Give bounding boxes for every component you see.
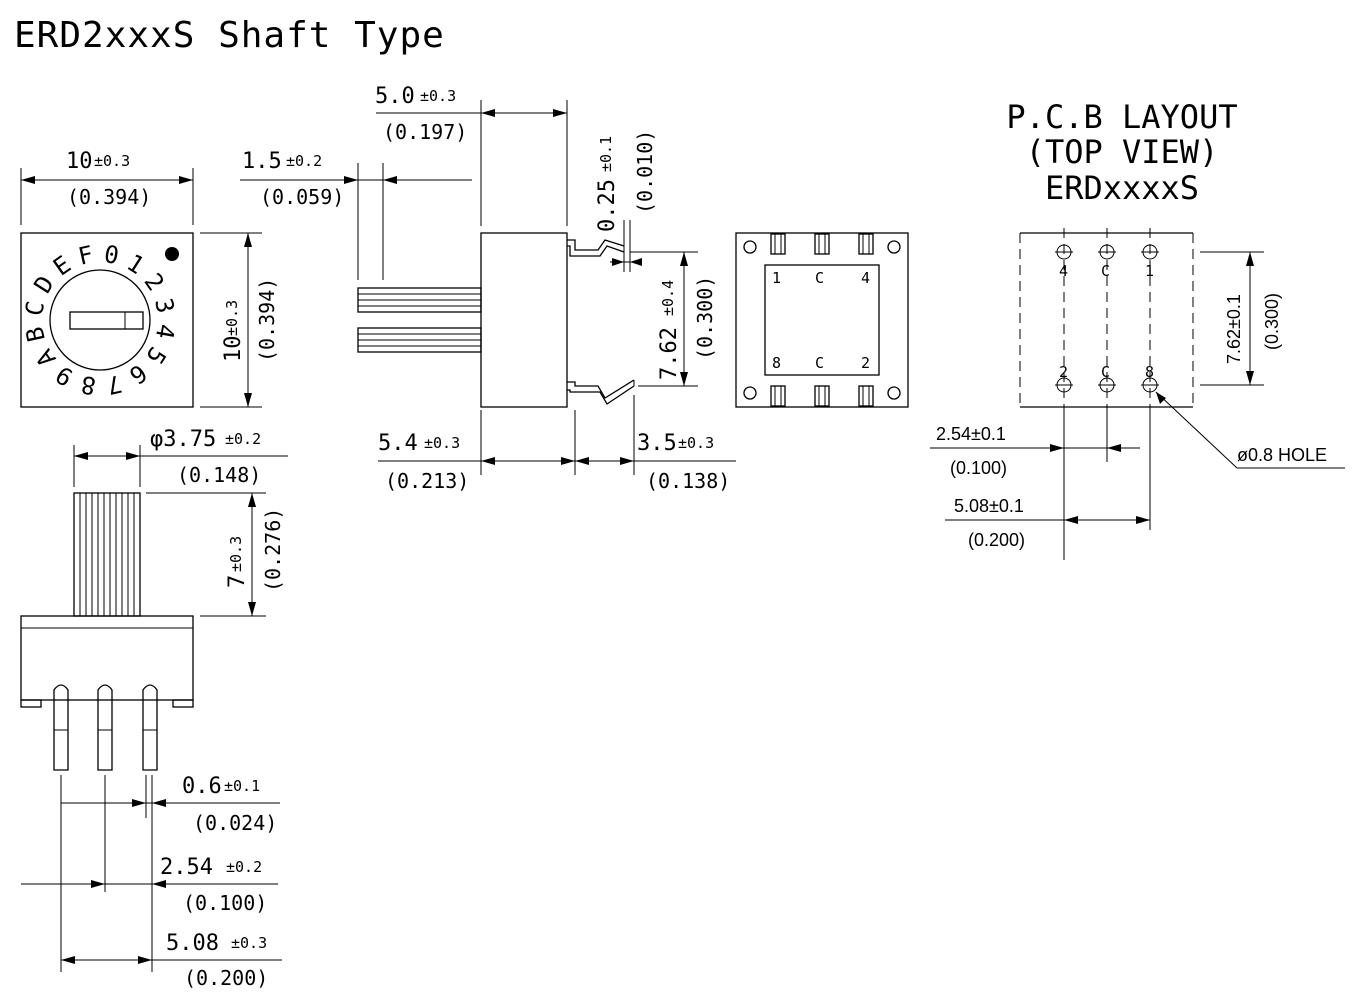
pcb-hole-label: ø0.8 HOLE bbox=[1237, 445, 1327, 465]
side-view: 1.5 ±0.2 (0.059) 5.0 ±0.3 (0.197) 0.25 ±… bbox=[240, 84, 736, 493]
front-width-tol: ±0.3 bbox=[94, 152, 130, 170]
bottom-pin-label: 8 bbox=[772, 354, 781, 372]
shaft-len-inch: (0.059) bbox=[260, 185, 344, 209]
dial-rotor bbox=[49, 269, 151, 371]
bottom-pin-label: C bbox=[815, 354, 824, 372]
pcb-holes bbox=[1055, 244, 1159, 393]
bottom-view: 1 C 4 8 C 2 bbox=[735, 232, 909, 408]
pin-th-tol: ±0.1 bbox=[597, 136, 615, 172]
dial-character: 9 bbox=[51, 360, 78, 391]
dial-character: 1 bbox=[122, 249, 149, 280]
dial-character: 3 bbox=[149, 296, 179, 316]
body-len-tol: ±0.3 bbox=[420, 87, 456, 105]
pcb-row-dim: 7.62±0.1 bbox=[1224, 294, 1244, 364]
bottom-pin-label: 2 bbox=[861, 354, 870, 372]
front-height-inch: (0.394) bbox=[255, 278, 279, 362]
pcb-row-dim-inch: (0.300) bbox=[1262, 293, 1282, 350]
pin-w-inch: (0.024) bbox=[193, 811, 277, 835]
pin-span-value: 5.08 bbox=[166, 931, 219, 956]
dial-character: 2 bbox=[138, 268, 169, 296]
dial-character: B bbox=[20, 324, 50, 344]
pcb-pitch-dim-inch: (0.100) bbox=[950, 458, 1007, 478]
pin-span-inch: (0.200) bbox=[184, 966, 268, 990]
dial-character: 8 bbox=[79, 370, 98, 400]
pin-row-tol: ±0.4 bbox=[659, 280, 677, 316]
pcb-pin-label: 8 bbox=[1145, 363, 1154, 381]
shaft-height-tol: ±0.3 bbox=[227, 536, 245, 572]
dial-slot bbox=[69, 311, 144, 330]
pin-pitch-inch: (0.100) bbox=[183, 891, 267, 915]
pin-span-tol: ±0.3 bbox=[231, 934, 267, 952]
dial-character: E bbox=[48, 250, 76, 281]
pin-row-value: 7.62 bbox=[657, 327, 682, 380]
pin-th-inch: (0.010) bbox=[633, 130, 657, 214]
dial-character: 5 bbox=[140, 342, 171, 369]
shaft-dia-tol: ±0.2 bbox=[225, 430, 261, 448]
pin-th-value: 0.25 bbox=[595, 179, 620, 232]
shaft-dia-inch: (0.148) bbox=[177, 463, 261, 487]
shaft-height-inch: (0.276) bbox=[261, 508, 285, 592]
base-len-tol: ±0.3 bbox=[424, 434, 460, 452]
bottom-pin-label: 1 bbox=[772, 269, 781, 287]
bottom-pins-bottom bbox=[770, 385, 874, 407]
dial-character: 4 bbox=[150, 322, 180, 341]
dial-character: 0 bbox=[102, 240, 121, 270]
pin-pitch-value: 2.54 bbox=[160, 855, 213, 880]
front-height-value: 10 bbox=[221, 336, 246, 363]
shaft-len-tol: ±0.2 bbox=[286, 152, 322, 170]
shaft-view: φ3.75 ±0.2 (0.148) 7 ±0.3 (0.276) 0.6 ±0… bbox=[20, 427, 288, 990]
bottom-pin-label: 4 bbox=[861, 269, 870, 287]
dial-character: C bbox=[20, 299, 50, 318]
pcb-layout: P.C.B LAYOUT (TOP VIEW) ERDxxxxS 4 C 1 2… bbox=[930, 98, 1345, 560]
pcb-pitch-dim: 2.54±0.1 bbox=[936, 424, 1006, 444]
bottom-pins-top bbox=[770, 233, 874, 255]
lead-len-inch: (0.138) bbox=[646, 469, 730, 493]
pin-pitch-tol: ±0.2 bbox=[226, 858, 262, 876]
dial-character: 6 bbox=[124, 358, 152, 389]
pcb-pin-label: 4 bbox=[1059, 262, 1068, 280]
pcb-subtitle: (TOP VIEW) bbox=[1026, 133, 1219, 171]
bottom-pin-label: C bbox=[815, 269, 824, 287]
shaft-len-value: 1.5 bbox=[242, 149, 282, 174]
dial-character: D bbox=[29, 271, 60, 298]
pin-w-value: 0.6 bbox=[182, 774, 222, 799]
base-len-value: 5.4 bbox=[378, 431, 418, 456]
drawing-title: ERD2xxxS Shaft Type bbox=[14, 15, 445, 56]
pin-row-inch: (0.300) bbox=[693, 276, 717, 360]
front-width-inch: (0.394) bbox=[67, 185, 151, 209]
pcb-model: ERDxxxxS bbox=[1045, 169, 1199, 207]
lead-len-tol: ±0.3 bbox=[678, 434, 714, 452]
dial-character: F bbox=[76, 240, 96, 270]
dial-character: A bbox=[30, 344, 62, 372]
pcb-title: P.C.B LAYOUT bbox=[1006, 98, 1237, 136]
front-width-value: 10 bbox=[66, 149, 93, 174]
pcb-pin-label: C bbox=[1101, 363, 1110, 381]
pcb-span-dim: 5.08±0.1 bbox=[954, 496, 1024, 516]
lead-len-value: 3.5 bbox=[637, 431, 677, 456]
pcb-span-dim-inch: (0.200) bbox=[968, 530, 1025, 550]
front-height-tol: ±0.3 bbox=[223, 300, 241, 336]
shaft-height-value: 7 bbox=[225, 575, 250, 588]
body-len-value: 5.0 bbox=[375, 84, 415, 109]
shaft-dia-value: φ3.75 bbox=[150, 427, 216, 452]
pin-w-tol: ±0.1 bbox=[224, 777, 260, 795]
index-dot bbox=[165, 247, 179, 261]
pcb-pin-label: 1 bbox=[1145, 262, 1154, 280]
body-len-inch: (0.197) bbox=[383, 120, 467, 144]
base-len-inch: (0.213) bbox=[385, 469, 469, 493]
pcb-pin-label: C bbox=[1101, 262, 1110, 280]
dial-character: 7 bbox=[104, 369, 124, 399]
pcb-pin-label: 2 bbox=[1059, 363, 1068, 381]
